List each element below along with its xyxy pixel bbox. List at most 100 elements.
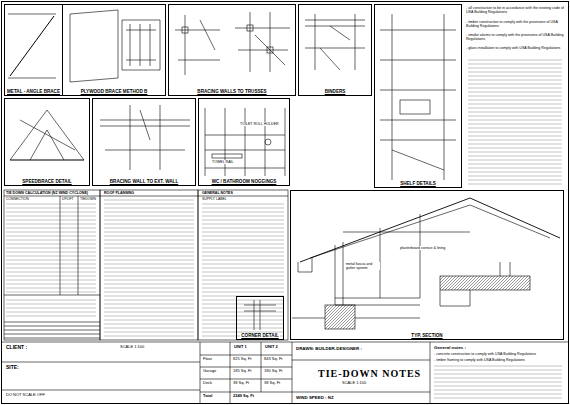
detail-caption: METAL - ANGLE BRACE bbox=[6, 89, 61, 95]
detail-caption: PLYWOOD BRACE METHOD B bbox=[80, 89, 149, 95]
line-art bbox=[468, 120, 562, 121]
line-art bbox=[300, 198, 560, 262]
line-art bbox=[380, 14, 456, 180]
note-text: TOILET ROLL HOLDER bbox=[240, 122, 279, 126]
line-art bbox=[126, 24, 156, 66]
line-art bbox=[104, 300, 194, 301]
line-art bbox=[267, 47, 273, 53]
line-art bbox=[10, 16, 54, 76]
line-art bbox=[440, 262, 510, 306]
note-text: Floor bbox=[203, 357, 212, 362]
note-text: 38 Sq. Ft bbox=[233, 381, 249, 386]
line-art bbox=[468, 176, 562, 177]
line-art bbox=[104, 224, 194, 225]
line-art bbox=[104, 268, 194, 269]
note-text: metal fascia and gutter system bbox=[346, 262, 380, 270]
line-art bbox=[6, 256, 96, 257]
line-art bbox=[104, 204, 194, 205]
line-art bbox=[6, 272, 96, 273]
line-art bbox=[468, 152, 562, 153]
note-text: SUPPLY LABEL bbox=[202, 198, 227, 202]
line-art bbox=[6, 292, 96, 293]
line-art bbox=[104, 284, 194, 285]
detail-panel: WC / BATHROOM NOGGINGS bbox=[198, 98, 290, 186]
line-art bbox=[6, 300, 96, 301]
line-art bbox=[205, 108, 285, 176]
line-art bbox=[468, 180, 562, 181]
line-art bbox=[104, 324, 194, 325]
line-art bbox=[292, 318, 420, 319]
line-art bbox=[247, 25, 253, 31]
detail-caption: WC / BATHROOM NOGGINGS bbox=[211, 179, 278, 185]
note-text: SCALE 1:100 bbox=[342, 381, 366, 386]
detail-panel: BRACING WALLS TO TRUSSES bbox=[168, 4, 296, 96]
note-text: - smoke alarms to comply with the provis… bbox=[466, 33, 564, 41]
line-art bbox=[4, 326, 100, 327]
note-text: WIND SPEED : NZ bbox=[296, 395, 334, 400]
line-art bbox=[100, 105, 190, 170]
line-art bbox=[202, 276, 284, 277]
line-art bbox=[468, 96, 562, 97]
detail-panel: SHELF DETAILS bbox=[374, 4, 462, 188]
line-art bbox=[202, 228, 284, 229]
line-art bbox=[434, 398, 562, 399]
line-art bbox=[468, 164, 562, 165]
detail-panel: PLYWOOD BRACE METHOD B bbox=[62, 4, 166, 96]
line-art bbox=[434, 394, 562, 395]
note-text: - timber construction to comply with the… bbox=[466, 20, 564, 28]
line-art bbox=[468, 72, 562, 73]
line-art bbox=[434, 378, 562, 379]
note-text: UNIT 2 bbox=[265, 345, 278, 350]
note-text: 180 Sq. Ft bbox=[264, 369, 282, 374]
note-text: DO NOT SCALE OFF bbox=[6, 393, 45, 398]
line-art bbox=[325, 305, 355, 329]
line-art bbox=[468, 112, 562, 113]
line-art bbox=[104, 312, 194, 313]
line-art bbox=[104, 200, 194, 201]
line-art bbox=[202, 232, 284, 233]
detail-caption: CORNER DETAIL bbox=[240, 333, 279, 339]
line-art bbox=[104, 292, 194, 293]
line-art bbox=[100, 190, 198, 340]
detail-panel: CORNER DETAIL bbox=[236, 296, 284, 340]
line-art bbox=[298, 258, 312, 272]
line-art bbox=[4, 334, 100, 335]
line-art bbox=[104, 240, 194, 241]
line-art bbox=[468, 84, 562, 85]
line-art bbox=[202, 300, 284, 301]
line-art bbox=[202, 264, 284, 265]
line-art bbox=[104, 308, 194, 309]
line-art bbox=[4, 190, 100, 340]
line-art bbox=[6, 260, 96, 261]
line-art bbox=[202, 324, 284, 325]
note-text: CLIENT : bbox=[6, 345, 27, 351]
line-art bbox=[6, 252, 96, 253]
note-text: Deck bbox=[203, 381, 212, 386]
note-text: DRAWN: BUILDER-DESIGNER : bbox=[296, 346, 362, 351]
line-art bbox=[468, 184, 562, 185]
line-art bbox=[4, 196, 288, 322]
line-art bbox=[468, 104, 562, 105]
line-art bbox=[468, 148, 562, 149]
line-art bbox=[244, 300, 276, 330]
detail-panel: BINDERS bbox=[298, 4, 372, 96]
note-text: ROOF PLANNING bbox=[104, 191, 134, 195]
line-art bbox=[468, 64, 562, 65]
line-art bbox=[6, 232, 96, 233]
line-art bbox=[104, 264, 194, 265]
note-text: - timber framing to comply with USA Buil… bbox=[434, 358, 525, 362]
line-art bbox=[202, 248, 284, 249]
line-art bbox=[104, 232, 194, 233]
line-art bbox=[468, 100, 562, 101]
line-art bbox=[202, 304, 284, 305]
line-art bbox=[6, 212, 96, 213]
line-art bbox=[400, 100, 430, 114]
line-art bbox=[6, 268, 96, 269]
line-art bbox=[202, 268, 284, 269]
sheet-title: TIE-DOWN NOTES bbox=[318, 368, 421, 379]
line-art bbox=[202, 244, 284, 245]
